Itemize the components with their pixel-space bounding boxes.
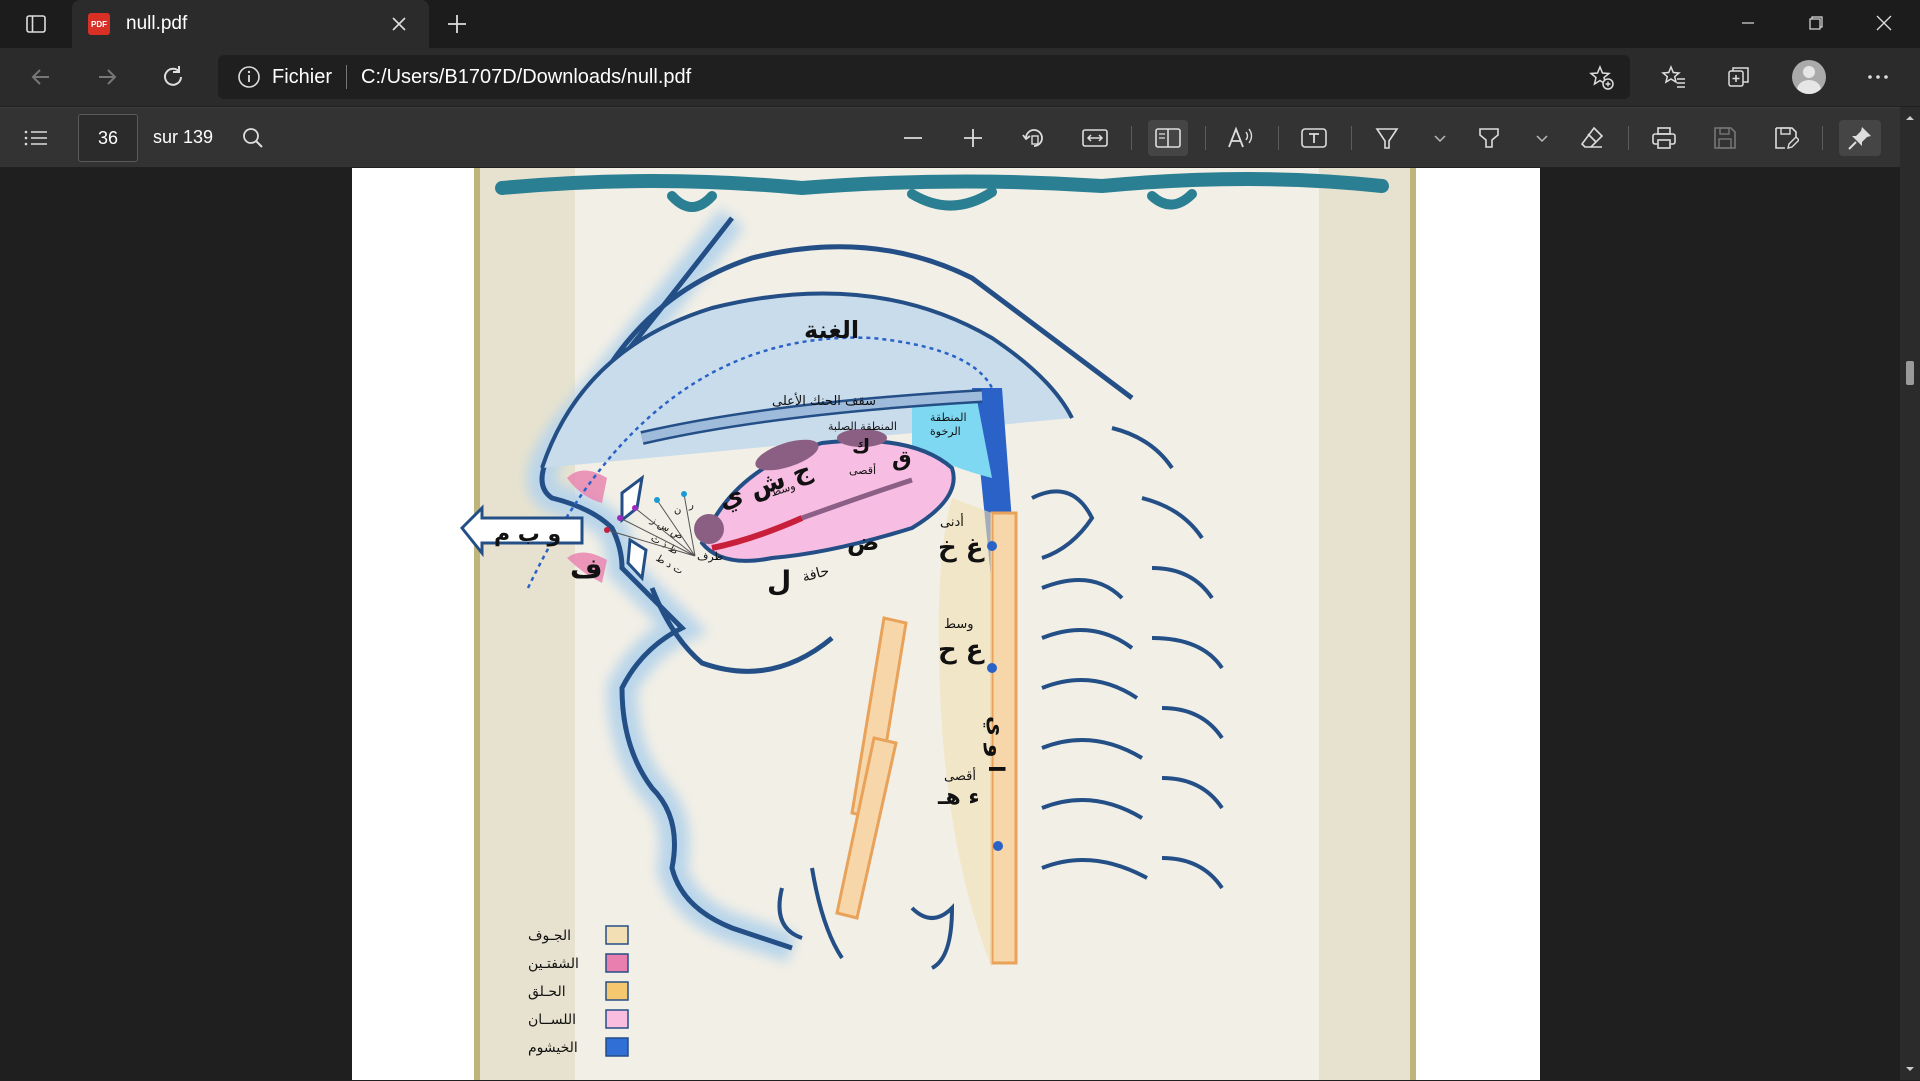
label-dad: ض xyxy=(847,528,879,556)
refresh-icon[interactable] xyxy=(152,56,194,98)
highlight-icon[interactable] xyxy=(1470,120,1508,156)
legend-label-tongue: اللســان xyxy=(528,1012,576,1028)
legend-swatch-tongue xyxy=(605,1009,629,1029)
legend-swatch-nasal xyxy=(605,1037,629,1057)
label-qaf: ق xyxy=(892,447,912,472)
contents-icon[interactable] xyxy=(17,120,55,156)
print-icon[interactable] xyxy=(1645,120,1683,156)
profile-avatar[interactable] xyxy=(1788,56,1830,98)
divider xyxy=(1131,126,1132,150)
label-hamza-ha: ء هـ xyxy=(937,785,980,810)
label-hard-palate-roof: سقف الحنك الأعلى xyxy=(772,392,876,409)
address-row: Fichier C:/Users/B1707D/Downloads/null.p… xyxy=(0,48,1920,106)
label-teeth-5: ر xyxy=(688,500,694,511)
label-wasat-throat: وسط xyxy=(944,617,974,632)
divider xyxy=(1278,126,1279,150)
label-aqsa-throat: أقصى xyxy=(944,767,976,784)
divider xyxy=(1351,126,1352,150)
collections-icon[interactable] xyxy=(1718,56,1760,98)
tab-actions-icon[interactable] xyxy=(16,10,56,38)
label-lam: ل xyxy=(767,565,791,598)
pdf-toolbar: sur 139 xyxy=(0,107,1920,167)
text-box-icon[interactable] xyxy=(1295,120,1333,156)
label-aqsa-tongue: أقصى xyxy=(849,463,876,477)
arrow-right-icon[interactable] xyxy=(86,56,128,98)
label-soft-region-2: الرخوة xyxy=(930,425,961,438)
label-soft-region-1: المنطقة xyxy=(930,411,967,424)
label-fa: ف xyxy=(570,552,603,585)
tab-bar: PDF null.pdf xyxy=(0,0,1920,48)
fit-width-icon[interactable] xyxy=(1076,120,1114,156)
scroll-thumb[interactable] xyxy=(1906,361,1914,385)
label-ain-ha: ع ح xyxy=(938,635,985,665)
label-ghain-kha: غ خ xyxy=(938,533,985,563)
page-count: sur 139 xyxy=(153,127,214,147)
save-as-icon[interactable] xyxy=(1767,120,1805,156)
zoom-out-icon[interactable] xyxy=(894,120,932,156)
page-number-input[interactable] xyxy=(78,114,138,162)
star-plus-icon[interactable] xyxy=(1588,64,1616,92)
url-text[interactable]: C:/Users/B1707D/Downloads/null.pdf xyxy=(361,65,692,88)
label-adna: أدنى xyxy=(940,513,964,530)
page-view-icon[interactable] xyxy=(1148,120,1188,156)
minimize-icon[interactable] xyxy=(1714,0,1782,46)
legend-label-throat: الحـلق xyxy=(528,984,566,1000)
pin-icon[interactable] xyxy=(1839,120,1881,156)
divider xyxy=(346,65,348,89)
vertical-scrollbar[interactable] xyxy=(1900,107,1920,1080)
label-ghunna: الغنة xyxy=(804,316,859,344)
avatar xyxy=(1792,60,1826,94)
scroll-up-icon[interactable] xyxy=(1903,111,1917,125)
divider xyxy=(1205,126,1206,150)
favorites-icon[interactable] xyxy=(1653,56,1695,98)
save-icon[interactable] xyxy=(1706,120,1744,156)
chevron-down-icon[interactable] xyxy=(1432,130,1448,146)
zoom-in-icon[interactable] xyxy=(954,120,992,156)
legend: الجـوف الشفتـين الحـلق اللســان الخيشوم xyxy=(528,925,629,1057)
pdf-page: الغنة سقف الحنك الأعلى المنطقة الصلبة ال… xyxy=(352,168,1540,1080)
scroll-down-icon[interactable] xyxy=(1903,1062,1917,1076)
info-icon[interactable] xyxy=(236,64,262,90)
pdf-file-icon: PDF xyxy=(88,13,110,35)
rotate-icon[interactable] xyxy=(1015,120,1053,156)
divider xyxy=(1822,126,1823,150)
restore-icon[interactable] xyxy=(1782,0,1850,46)
label-waw-ba-meem: و ب م xyxy=(494,522,561,547)
more-icon[interactable] xyxy=(1857,56,1899,98)
label-teeth-4: ن xyxy=(674,505,681,516)
label-alif-waw-ya: ا و ي xyxy=(983,716,1008,773)
articulation-diagram: الغنة سقف الحنك الأعلى المنطقة الصلبة ال… xyxy=(459,168,1416,1080)
eraser-icon[interactable] xyxy=(1573,120,1611,156)
read-aloud-icon[interactable] xyxy=(1222,120,1260,156)
close-icon[interactable] xyxy=(385,10,413,38)
search-icon[interactable] xyxy=(234,120,272,156)
address-bar[interactable]: Fichier C:/Users/B1707D/Downloads/null.p… xyxy=(218,55,1630,99)
plus-icon[interactable] xyxy=(440,8,474,40)
label-hafa: حافة xyxy=(801,563,831,585)
active-tab[interactable]: PDF null.pdf xyxy=(72,0,429,48)
legend-label-nasal: الخيشوم xyxy=(528,1040,578,1056)
arrow-left-icon[interactable] xyxy=(20,56,62,98)
legend-swatch-lips xyxy=(605,953,629,973)
label-taraf: طرف xyxy=(697,550,723,563)
close-window-icon[interactable] xyxy=(1850,0,1918,46)
label-hard-region: المنطقة الصلبة xyxy=(828,420,897,433)
scheme-label: Fichier xyxy=(272,65,333,88)
tab-title: null.pdf xyxy=(126,13,188,34)
legend-swatch-throat xyxy=(605,981,629,1001)
label-kaf: ك xyxy=(852,434,870,458)
divider xyxy=(1628,126,1629,150)
draw-icon[interactable] xyxy=(1368,120,1406,156)
legend-label-lips: الشفتـين xyxy=(528,956,579,972)
legend-label-jawf: الجـوف xyxy=(528,928,571,944)
chevron-down-icon[interactable] xyxy=(1534,130,1550,146)
legend-swatch-jawf xyxy=(605,925,629,945)
pdf-viewer[interactable]: الغنة سقف الحنك الأعلى المنطقة الصلبة ال… xyxy=(0,168,1900,1080)
